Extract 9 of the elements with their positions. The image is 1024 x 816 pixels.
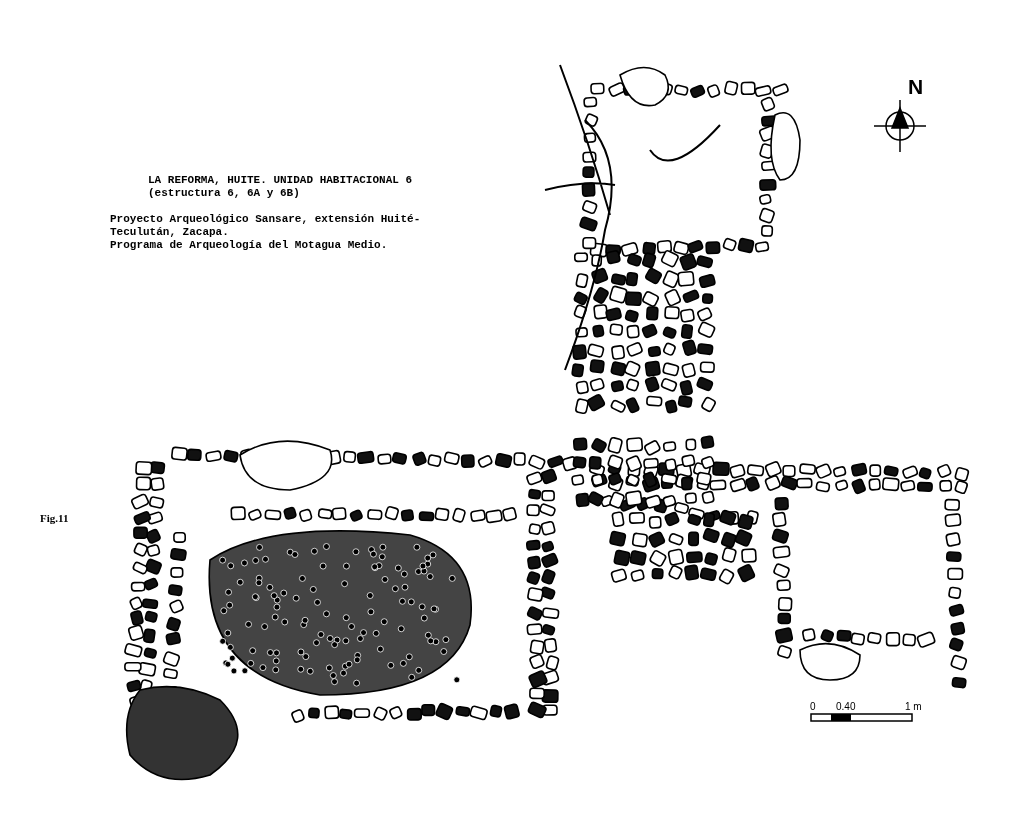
figure-number: Fig.11 [40,512,69,525]
project-note: Proyecto Arqueológico Sansare, extensión Huité-Teculután, Zacapa. [110,213,422,239]
scale-label: 1 m [905,700,922,713]
plan-title: LA REFORMA, HUITE. UNIDAD HABITACIONAL 6 [148,174,413,187]
scale-label: 0.40 [836,700,856,713]
subtitle: (estructura 6, 6A y 6B) [148,187,300,200]
scale-label: 0 [810,700,816,713]
north-label: N [908,80,924,93]
program-note: Programa de Arqueología del Motagua Medio. [110,239,388,252]
